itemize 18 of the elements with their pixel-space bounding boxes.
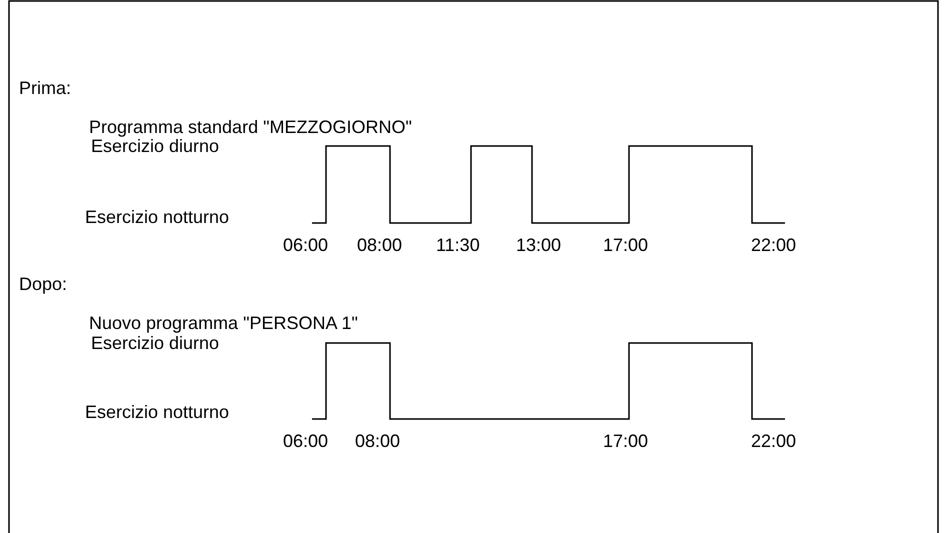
time-label: 11:30 [436,235,480,255]
time-label: 22:00 [751,235,796,255]
time-label: 17:00 [603,431,648,451]
time-label: 13:00 [516,235,562,255]
section-heading: Prima: [19,78,72,98]
time-label: 08:00 [357,235,402,255]
axis-label: Esercizio notturno [85,207,230,227]
program-title: Programma standard "MEZZOGIORNO" [89,117,412,137]
time-label: 17:00 [603,235,648,255]
time-label: 08:00 [355,431,400,451]
axis-label: Esercizio notturno [85,402,230,422]
time-label: 22:00 [751,431,796,451]
time-label: 06:00 [283,431,328,451]
axis-label: Esercizio diurno [91,333,220,353]
time-label: 06:00 [283,235,328,255]
axis-label: Esercizio diurno [91,136,220,156]
program-title: Nuovo programma "PERSONA 1" [89,313,358,333]
section-heading: Dopo: [19,274,68,294]
